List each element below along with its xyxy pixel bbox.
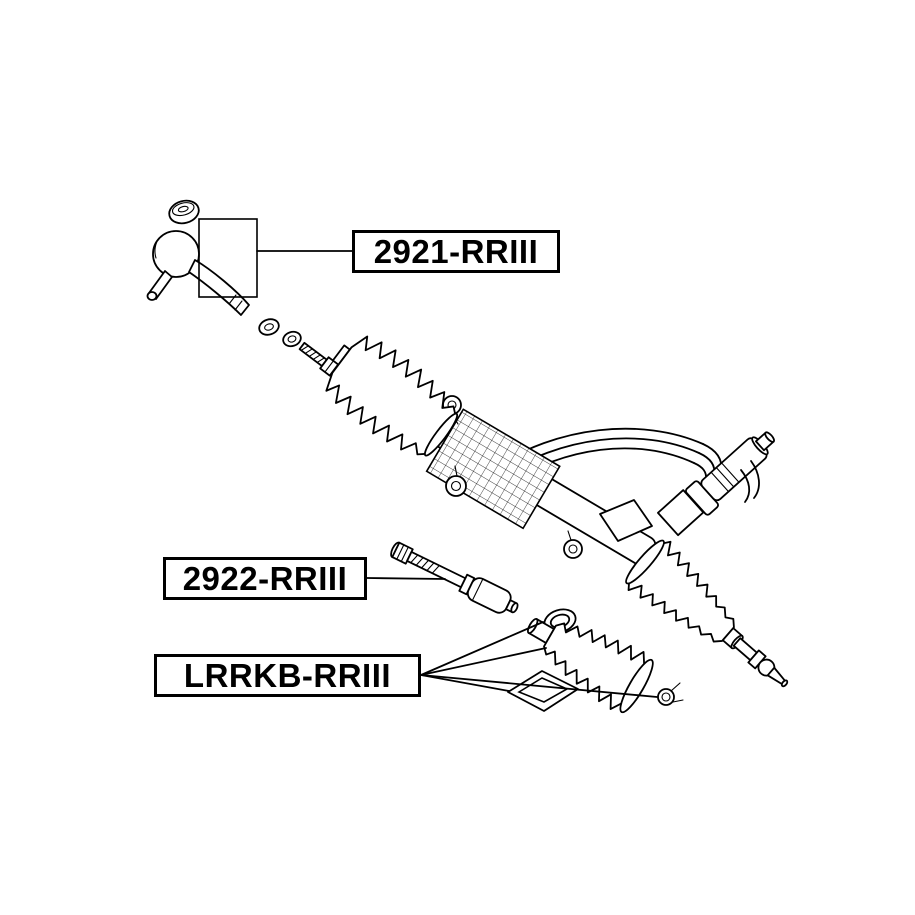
leader-lines bbox=[256, 250, 658, 698]
outer-tie-rod-stud bbox=[732, 637, 789, 688]
lock-washers bbox=[258, 318, 302, 348]
part-label-2921-rriii: 2921-RRIII bbox=[352, 230, 560, 273]
selection-box-2921 bbox=[198, 218, 258, 298]
leader-line-lrrkb-band bbox=[420, 674, 510, 692]
inner-tie-rod-drawing bbox=[390, 541, 519, 614]
tie-rod-end-drawing bbox=[146, 199, 250, 316]
leader-line-2922 bbox=[366, 577, 446, 580]
boot-kit-drawing bbox=[507, 608, 684, 714]
right-bellow bbox=[625, 539, 744, 650]
mount-boss-bottom bbox=[445, 465, 467, 497]
castle-nut bbox=[168, 199, 200, 225]
left-bellow bbox=[325, 335, 459, 457]
valve-unit bbox=[685, 431, 775, 516]
part-label-2922-rriii: 2922-RRIII bbox=[163, 557, 367, 600]
boot-kit-band bbox=[507, 670, 579, 712]
steering-rack-assembly-drawing bbox=[325, 335, 789, 688]
part-label-lrrkb-rriii: LRRKB-RRIII bbox=[154, 654, 421, 697]
mount-bracket bbox=[599, 499, 653, 542]
mount-boss-right bbox=[563, 530, 583, 559]
rack-housing-casting bbox=[425, 408, 561, 530]
boot-kit-clamp bbox=[657, 682, 684, 706]
leader-line-lrrkb-clamp bbox=[420, 674, 658, 698]
tie-rod-end-shaft bbox=[188, 259, 250, 316]
leader-line-lrrkb-ring bbox=[420, 621, 544, 676]
threaded-rod-tip bbox=[298, 341, 340, 377]
leader-line-lrrkb-bellow bbox=[420, 647, 547, 676]
valve-pipes bbox=[740, 460, 760, 503]
